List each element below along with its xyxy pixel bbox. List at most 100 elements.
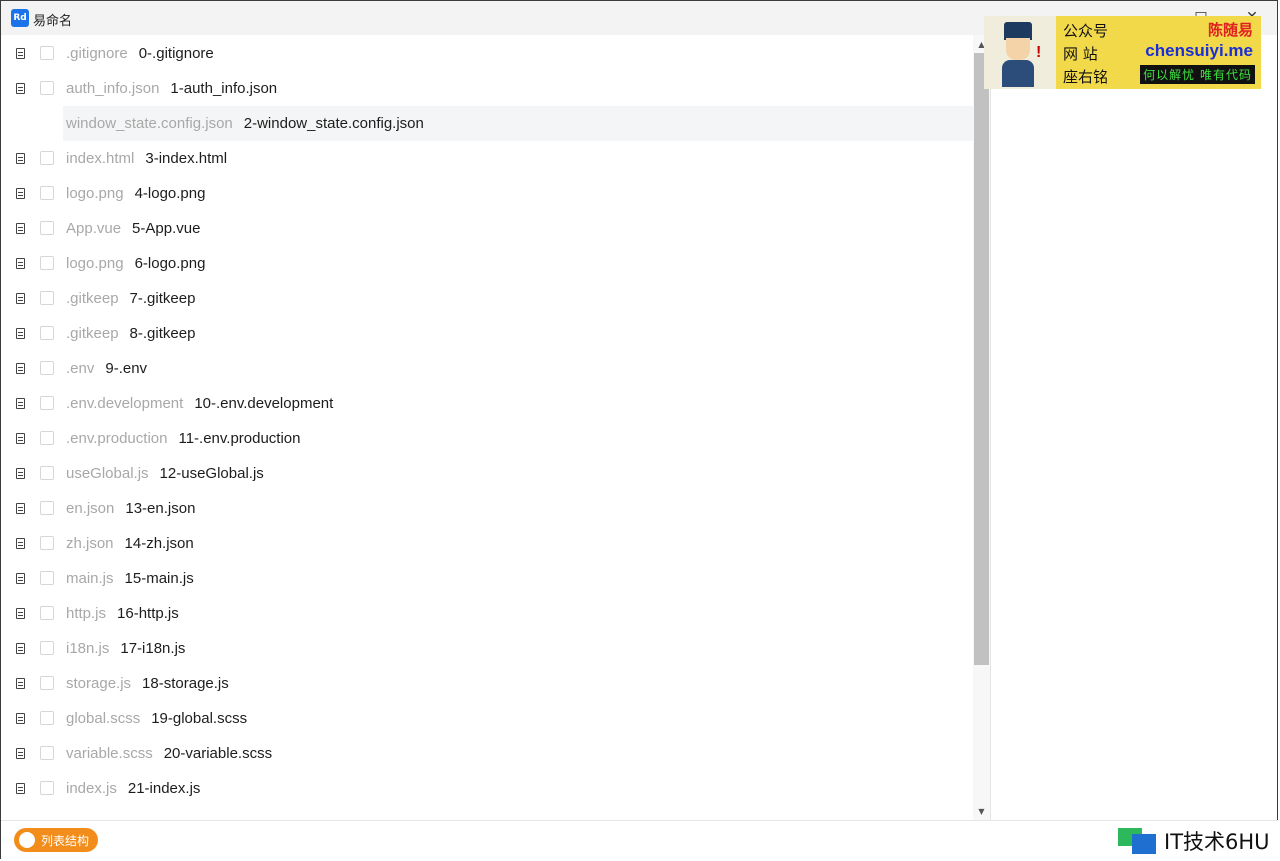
file-doc-icon: [16, 642, 25, 654]
file-doc-icon: [16, 502, 25, 514]
original-filename: .env.production: [66, 429, 168, 447]
file-row[interactable]: .gitkeep 8-.gitkeep: [1, 316, 973, 351]
file-names: i18n.js 17-i18n.js: [66, 640, 185, 657]
file-checkbox[interactable]: [40, 80, 54, 95]
file-names: main.js 15-main.js: [66, 570, 194, 587]
original-filename: window_state.config.json: [66, 114, 233, 132]
file-checkbox[interactable]: [40, 360, 54, 375]
file-names: index.js 21-index.js: [66, 780, 200, 797]
toggle-label: 列表结构: [41, 833, 90, 848]
renamed-filename: 8-.gitkeep: [129, 324, 196, 342]
renamed-filename: 9-.env: [105, 359, 148, 377]
renamed-filename: 17-i18n.js: [120, 639, 186, 657]
scroll-down-arrow-icon[interactable]: ▼: [978, 806, 985, 816]
original-filename: .gitignore: [66, 44, 128, 62]
file-checkbox[interactable]: [40, 465, 54, 480]
app-logo-icon: Rd: [11, 9, 29, 27]
cartoon-avatar-icon: !: [984, 16, 1056, 89]
file-row[interactable]: main.js 15-main.js: [1, 561, 973, 596]
file-checkbox[interactable]: [40, 150, 54, 165]
renamed-filename: 5-App.vue: [132, 219, 201, 237]
file-doc-icon: [16, 677, 25, 689]
file-checkbox[interactable]: [40, 325, 54, 340]
vertical-scrollbar[interactable]: ▲ ▼: [973, 35, 990, 820]
original-filename: logo.png: [66, 184, 124, 202]
original-filename: zh.json: [66, 534, 114, 552]
file-checkbox[interactable]: [40, 535, 54, 550]
original-filename: http.js: [66, 604, 107, 622]
renamed-filename: 15-main.js: [124, 569, 194, 587]
file-doc-icon: [16, 222, 25, 234]
original-filename: index.js: [66, 779, 117, 797]
file-doc-icon: [16, 782, 25, 794]
file-checkbox[interactable]: [40, 290, 54, 305]
bottom-bar: 列表结构: [1, 820, 1279, 861]
file-checkbox[interactable]: [40, 780, 54, 795]
original-filename: useGlobal.js: [66, 464, 149, 482]
file-row[interactable]: index.js 21-index.js: [1, 771, 973, 806]
file-checkbox[interactable]: [40, 605, 54, 620]
original-filename: auth_info.json: [66, 79, 160, 97]
file-doc-icon: [16, 747, 25, 759]
panel-divider: [990, 35, 991, 820]
file-checkbox[interactable]: [40, 640, 54, 655]
file-doc-icon: [16, 397, 25, 409]
list-structure-toggle[interactable]: 列表结构: [14, 828, 99, 852]
original-filename: .env.development: [66, 394, 184, 412]
file-doc-icon: [16, 607, 25, 619]
scrollbar-thumb[interactable]: [974, 53, 989, 665]
original-filename: storage.js: [66, 674, 132, 692]
watermark-text: IT技术6HU: [1164, 830, 1270, 854]
file-checkbox[interactable]: [40, 570, 54, 585]
original-filename: i18n.js: [66, 639, 110, 657]
file-names: .gitkeep 8-.gitkeep: [66, 325, 195, 342]
file-checkbox[interactable]: [40, 220, 54, 235]
renamed-filename: 21-index.js: [127, 779, 201, 797]
scroll-up-arrow-icon[interactable]: ▲: [978, 39, 985, 49]
original-filename: .gitkeep: [66, 324, 119, 342]
watermark-logo-icon: [1118, 826, 1158, 856]
file-checkbox[interactable]: [40, 395, 54, 410]
banner-body: 公众号 网 站 座右铭 陈随易 chensuiyi.me 何以解忧 唯有代码: [1056, 16, 1261, 89]
file-checkbox[interactable]: [40, 675, 54, 690]
file-doc-icon: [16, 712, 25, 724]
file-row[interactable]: i18n.js 17-i18n.js: [1, 631, 973, 666]
file-checkbox[interactable]: [40, 255, 54, 270]
file-doc-icon: [16, 432, 25, 444]
original-filename: main.js: [66, 569, 114, 587]
file-checkbox[interactable]: [40, 710, 54, 725]
file-checkbox[interactable]: [40, 745, 54, 760]
file-checkbox[interactable]: [40, 500, 54, 515]
file-checkbox[interactable]: [40, 185, 54, 200]
file-checkbox[interactable]: [40, 430, 54, 445]
file-checkbox[interactable]: [40, 45, 54, 60]
